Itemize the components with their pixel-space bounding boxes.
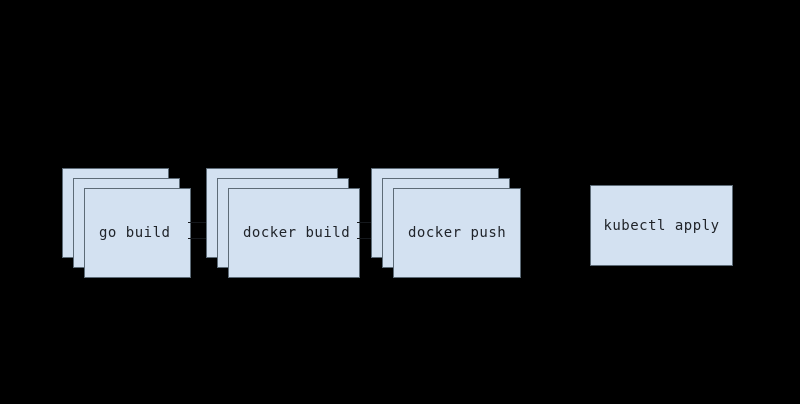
- card-stack-docker-build[interactable]: docker build docker build docker build: [206, 168, 360, 278]
- card-label: kubectl apply: [603, 217, 720, 234]
- card-docker-push-front[interactable]: docker push: [393, 188, 521, 278]
- card-go-build-front[interactable]: go build: [84, 188, 191, 278]
- card-kubectl-apply[interactable]: kubectl apply: [590, 185, 733, 266]
- card-docker-build-front[interactable]: docker build: [228, 188, 360, 278]
- card-stack-go-build[interactable]: go build go build go build: [62, 168, 191, 278]
- card-stack-docker-push[interactable]: docker push docker push docker push: [371, 168, 521, 278]
- card-label: go build: [99, 225, 171, 241]
- card-label: docker push: [408, 225, 507, 241]
- card-label: docker build: [243, 225, 351, 241]
